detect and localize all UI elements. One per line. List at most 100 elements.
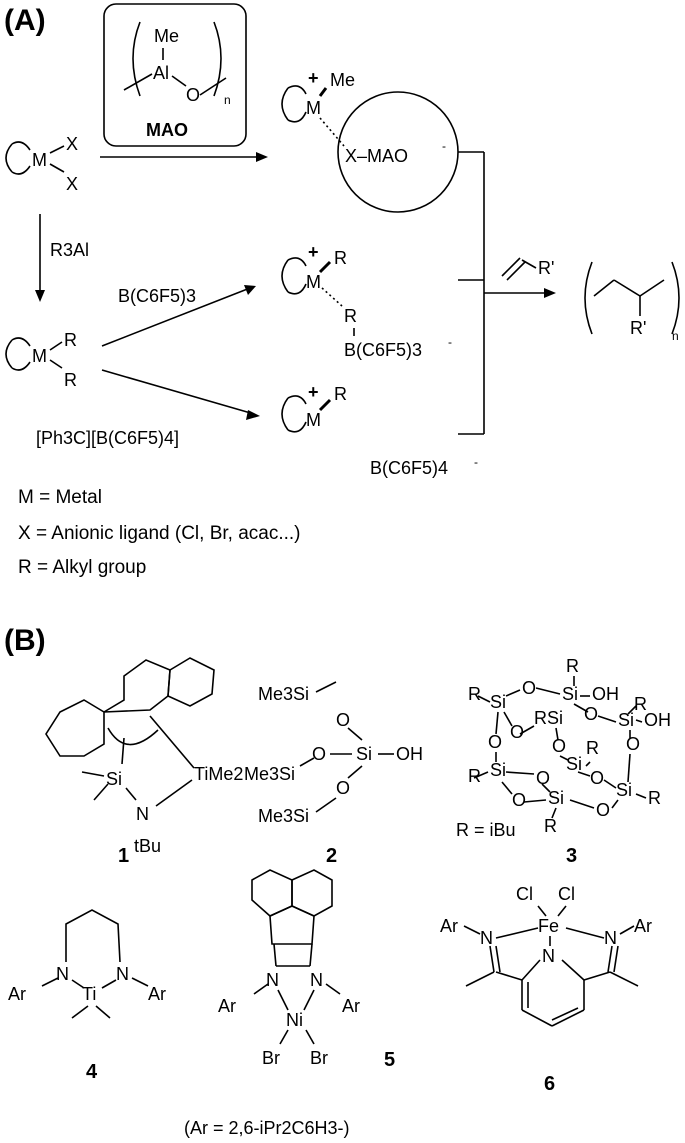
legend-metal: M = Metal — [18, 487, 102, 508]
c3-si-c: Si — [618, 710, 634, 730]
c5-ar1: Ar — [218, 996, 236, 1016]
c2-me3si-1: Me3Si — [258, 684, 309, 704]
c2-si: Si — [356, 744, 372, 764]
c6-n3: N — [542, 946, 555, 966]
c3-si-d: Si — [566, 754, 582, 774]
mao-structure-box: Me Al O n MAO — [103, 3, 247, 147]
cation-me: Me — [330, 70, 355, 90]
c3-o-j: O — [596, 800, 610, 820]
c2-me3si-3: Me3Si — [258, 806, 309, 826]
c4-n2: N — [116, 964, 129, 984]
c3-rsi: RSi — [534, 708, 563, 728]
c3-oh-b: OH — [644, 710, 671, 730]
c3-o-f: O — [626, 734, 640, 754]
svg-text:-: - — [448, 335, 452, 349]
c3-o-i: O — [512, 790, 526, 810]
c3-r-e: R — [648, 788, 661, 808]
c3-r-top: R — [566, 656, 579, 676]
panel-a-label: (A) — [4, 4, 46, 37]
c4-ar1: Ar — [8, 984, 26, 1004]
c3-si-a: Si — [562, 684, 578, 704]
mao-me: Me — [154, 26, 179, 46]
svg-text:-: - — [474, 455, 478, 469]
r3al-label: R3Al — [50, 240, 89, 260]
panel-b-label: (B) — [4, 624, 46, 657]
compound-2-label: 2 — [326, 845, 337, 867]
compound-3-structure: R Si OH O R Si RSi O R Si OH O O O O R S… — [468, 656, 671, 836]
c3-o-d: O — [488, 732, 502, 752]
c3-o-a: O — [522, 678, 536, 698]
legend-anionic-ligand: X = Anionic ligand (Cl, Br, acac...) — [18, 523, 301, 544]
convergence-bracket — [458, 151, 485, 435]
c1-timet2: TiMe2 — [194, 764, 243, 784]
compound-6-label: 6 — [544, 1073, 555, 1095]
c3-r-a: R — [468, 684, 481, 704]
mr2-m: M — [32, 346, 47, 366]
olefin-r: R' — [538, 258, 554, 278]
c3-o-g: O — [536, 768, 550, 788]
ar-definition: (Ar = 2,6-iPr2C6H3-) — [184, 1118, 350, 1138]
c4-n1: N — [56, 964, 69, 984]
c6-fe: Fe — [538, 916, 559, 936]
compound-4-label: 4 — [86, 1061, 98, 1083]
svg-text:+: + — [308, 68, 319, 88]
c3-o-c: O — [510, 722, 524, 742]
compound-6-structure: Cl Cl Fe Ar Ar N N N — [440, 884, 652, 1027]
mx2-x1: X — [66, 134, 78, 154]
c6-cl2: Cl — [558, 884, 575, 904]
cation3-r: R — [334, 384, 347, 404]
bcf-label: B(C6F5)3 — [118, 286, 196, 306]
cation-m: M — [306, 98, 321, 118]
c5-n2: N — [310, 970, 323, 990]
borate-anion: B(C6F5)4 — [370, 458, 448, 478]
c3-si-b: Si — [490, 692, 506, 712]
c5-n1: N — [266, 970, 279, 990]
c2-me3si-2: Me3Si — [244, 764, 295, 784]
polymer-n: n — [672, 329, 679, 343]
compound-2-structure: Me3Si O O Si OH Me3Si O Me3Si — [244, 681, 423, 826]
c1-si: Si — [106, 769, 122, 789]
c5-ni: Ni — [286, 1010, 303, 1030]
cation2-r2: R — [344, 306, 357, 326]
c3-o-h: O — [590, 768, 604, 788]
c5-br2: Br — [310, 1048, 328, 1068]
c3-o-e: O — [552, 736, 566, 756]
mao-n: n — [224, 93, 231, 107]
c3-oh-a: OH — [592, 684, 619, 704]
c5-br1: Br — [262, 1048, 280, 1068]
borane-ion-pair: M + R R B(C6F5)3 - — [281, 242, 452, 360]
c3-r-c: R — [586, 738, 599, 758]
svg-text:+: + — [308, 382, 319, 402]
olefin-monomer: R' — [501, 257, 554, 281]
alkylated-mr2: M R R — [5, 330, 77, 390]
borane-anion: B(C6F5)3 — [344, 340, 422, 360]
c5-ar2: Ar — [342, 996, 360, 1016]
mao-o: O — [186, 85, 200, 105]
cation2-m: M — [306, 272, 321, 292]
polymer-r: R' — [630, 318, 646, 338]
mao-al: Al — [153, 63, 169, 83]
cation2-r1: R — [334, 248, 347, 268]
compound-3-note: R = iBu — [456, 820, 516, 840]
compound-3-label: 3 — [566, 845, 577, 867]
svg-text:+: + — [308, 242, 319, 262]
c6-cl1: Cl — [516, 884, 533, 904]
svg-text:-: - — [442, 139, 446, 153]
legend-alkyl: R = Alkyl group — [18, 557, 146, 578]
compound-4-structure: N N Ti Ar Ar — [8, 909, 166, 1019]
precatalyst-mx2: M X X — [5, 134, 78, 194]
compound-5-label: 5 — [384, 1049, 395, 1071]
c3-o-b: O — [584, 704, 598, 724]
cation3-m: M — [306, 410, 321, 430]
c6-n2: N — [604, 928, 617, 948]
mx2-x2: X — [66, 174, 78, 194]
trityl-label: [Ph3C][B(C6F5)4] — [36, 428, 179, 448]
c2-oh: OH — [396, 744, 423, 764]
compound-1-label: 1 — [118, 845, 129, 867]
c2-o1: O — [336, 710, 350, 730]
mr2-r1: R — [64, 330, 77, 350]
c4-ti: Ti — [82, 984, 96, 1004]
c3-si-f: Si — [616, 780, 632, 800]
c2-o2: O — [312, 744, 326, 764]
c2-o3: O — [336, 778, 350, 798]
